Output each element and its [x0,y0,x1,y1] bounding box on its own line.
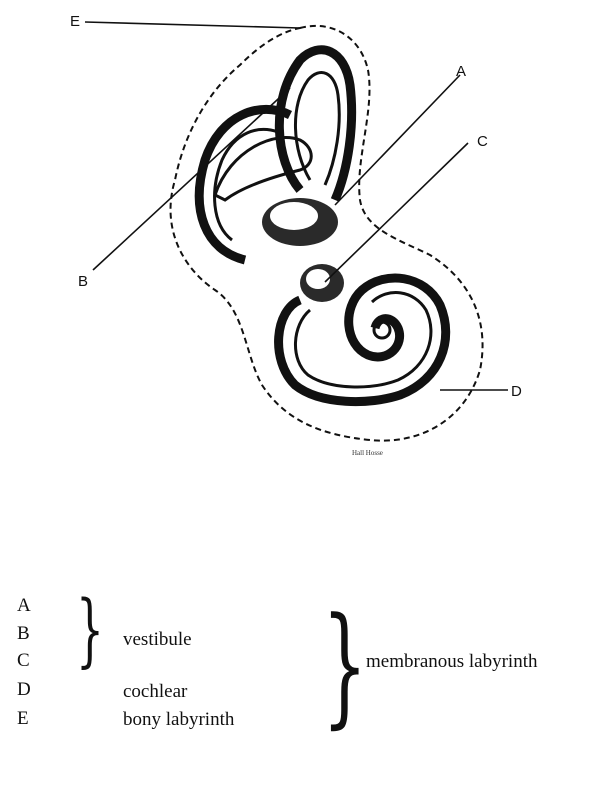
cochlea [279,278,446,402]
key-membranous-labyrinth: membranous labyrinth [366,652,538,671]
key-letter-b: B [17,624,30,643]
key-letter-a: A [17,596,31,615]
key-letter-d: D [17,680,31,699]
label-d: D [511,383,522,400]
key-cochlear: cochlear [123,682,187,701]
label-a: A [456,63,466,80]
label-e: E [70,13,80,30]
key-letter-e: E [17,709,29,728]
label-b: B [78,273,88,290]
key-letter-c: C [17,651,30,670]
label-c: C [477,133,488,150]
leader-line-b [93,88,290,270]
artist-credit: Hall Hosse [352,449,383,457]
vestibule-brace: } [76,590,104,670]
key-vestibule: vestibule [123,630,192,649]
inner-ear-diagram: E A C B D Hall Hosse [0,0,614,470]
membranous-brace: } [322,600,367,730]
vestibule-sacs [262,198,344,302]
key-bony-labyrinth: bony labyrinth [123,710,234,729]
leader-line-e [85,22,300,28]
